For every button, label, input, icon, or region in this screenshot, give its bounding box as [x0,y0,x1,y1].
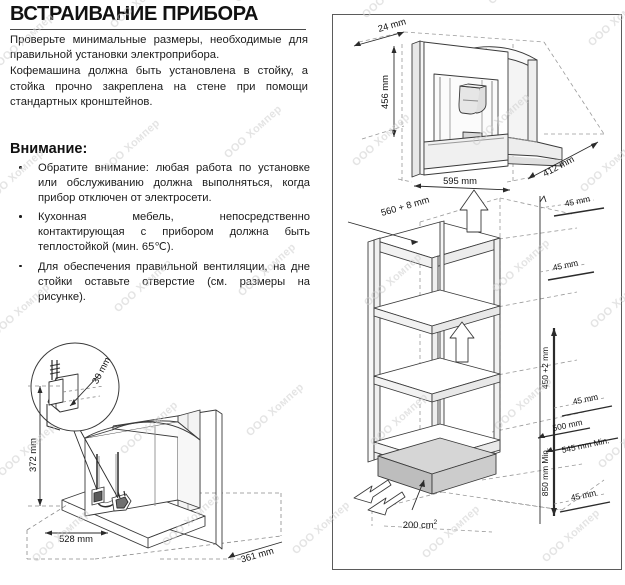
dimension-label-width: 595 mm [443,175,477,186]
dimension-label-clearance-second: 45 mm [552,258,579,273]
figures-panel [332,14,622,570]
list-item: Кухонная мебель, непосредственно контакт… [10,210,310,255]
watermark: ООО Хомпер [486,0,548,7]
intro-paragraphs: Проверьте минимальные размеры, необходим… [10,33,308,111]
dimension-label-niche-width: 560 + 8 mm [380,194,431,218]
list-item-text: Обратите внимание: любая работа по устан… [38,162,310,205]
dimension-label-vent-area: 200 cm2 [403,519,438,530]
dimension-label-width: 528 mm [59,533,93,544]
bullet-icon [19,215,22,218]
page-title: ВСТРАИВАНИЕ ПРИБОРА [10,3,259,25]
dimension-label-depth-flange: 24 mm [377,15,408,34]
dimension-label-clearance-top: 45 mm [564,194,591,209]
dimension-label-clearance-third: 45 mm [572,392,599,407]
list-item-text: Кухонная мебель, непосредственно контакт… [38,211,310,254]
warning-list: Обратите внимание: любая работа по устан… [10,161,310,309]
dimension-label-depth-545: 545 mm Min. [561,435,610,455]
list-item-text: Для обеспечения правильной вентиляции, н… [38,260,310,303]
text-column: ВСТРАИВАНИЕ ПРИБОРА Проверьте минимальны… [10,3,310,565]
warning-heading: Внимание: [10,141,88,157]
intro-paragraph: Кофемашина должна быть установлена в сто… [10,65,308,108]
list-item: Для обеспечения правильной вентиляции, н… [10,260,310,305]
dimension-label-height: 372 mm [27,438,38,472]
title-divider [10,29,306,30]
installation-figure: 372 mm 528 mm 361 mm 30 mm [26,342,283,565]
dimension-label-height: 456 mm [379,75,390,109]
dimension-label-height-850: 850 mm Min. [540,448,550,496]
dimension-label-height-450: 450 +2 mm [540,347,550,389]
appliance-figure: 24 mm 456 mm 595 mm 412 mm [353,15,605,193]
dimension-label-clearance-bottom: 45 mm [570,488,597,503]
intro-paragraph: Проверьте минимальные размеры, необходим… [10,34,308,62]
cabinet-figure: 560 + 8 mm 200 cm2 45 mm 45 mm 45 mm 45 … [347,189,619,533]
dimension-label-depth: 361 mm [239,545,275,565]
list-item: Обратите внимание: любая работа по устан… [10,161,310,206]
bullet-icon [19,264,22,268]
bullet-icon [19,166,22,169]
